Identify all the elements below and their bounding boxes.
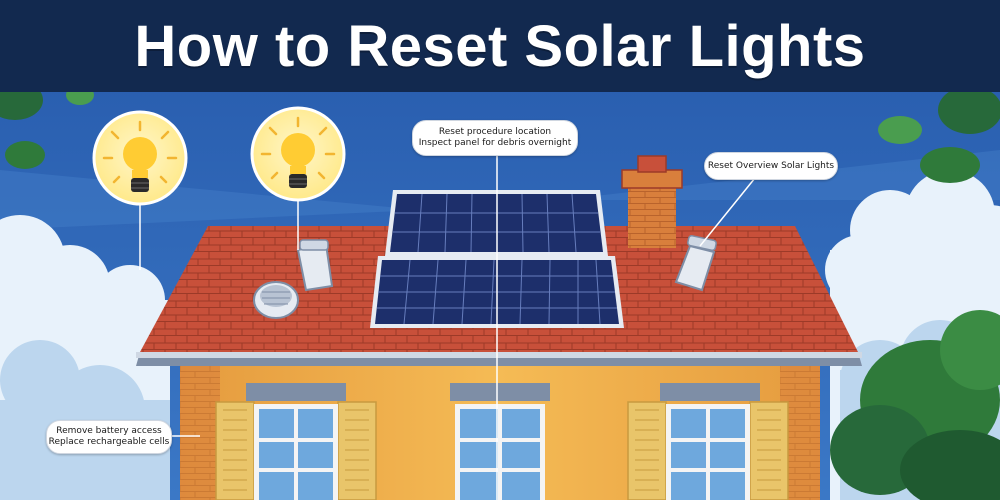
callout-top-right: Reset Overview Solar Lights xyxy=(704,152,838,180)
callout-bottom-left-line2: Replace rechargeable cells xyxy=(48,437,170,447)
solar-light-fixture-center xyxy=(296,239,334,292)
callout-bottom-left-line1: Remove battery access xyxy=(56,426,162,436)
window-left xyxy=(215,401,377,500)
window-lintel-center xyxy=(450,383,550,401)
callout-top-right-line1: Reset Overview Solar Lights xyxy=(707,160,835,171)
callout-top-center-line1: Reset procedure location xyxy=(438,127,552,137)
solar-light-fixture-left xyxy=(253,281,299,319)
light-bulb-icon xyxy=(281,133,315,188)
bulb-callout-right xyxy=(250,106,346,202)
page-title: How to Reset Solar Lights xyxy=(134,13,866,79)
chimney xyxy=(621,155,683,248)
tree-bottom-right xyxy=(830,310,1000,500)
window-right xyxy=(627,401,789,500)
window-center xyxy=(455,404,545,500)
leader-lines xyxy=(139,150,756,500)
callout-bottom-left: Remove battery access Replace rechargeab… xyxy=(46,420,172,454)
light-bulb-icon xyxy=(123,137,157,192)
window-lintel-left xyxy=(246,383,346,401)
window-lintel-right xyxy=(660,383,760,401)
title-banner: How to Reset Solar Lights xyxy=(0,0,1000,92)
callout-top-center: Reset procedure location Inspect panel f… xyxy=(412,120,578,156)
bulb-callout-left xyxy=(92,110,188,206)
callout-top-center-line2: Inspect panel for debris overnight xyxy=(418,138,572,148)
